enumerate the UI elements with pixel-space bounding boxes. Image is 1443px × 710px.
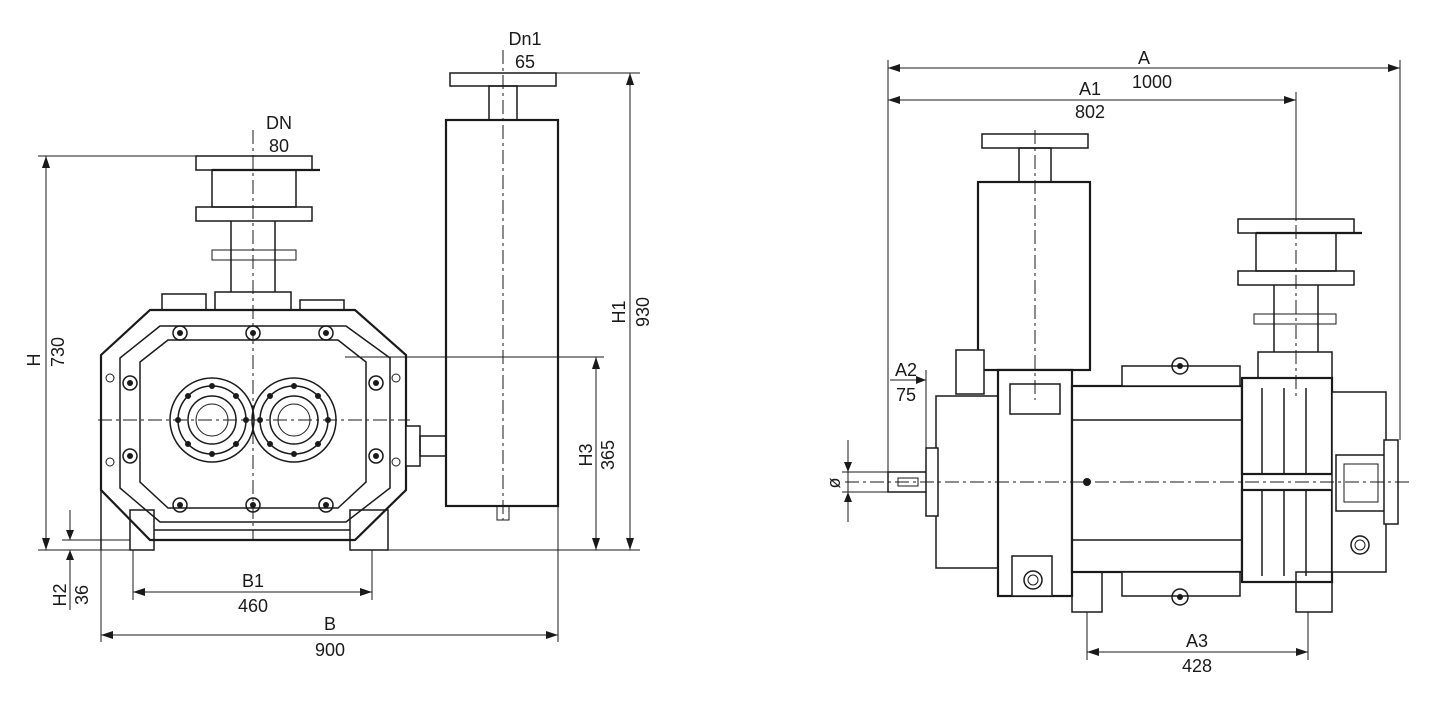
rotor-left bbox=[169, 377, 255, 463]
a3-value: 428 bbox=[1182, 656, 1212, 676]
h1-value: 930 bbox=[633, 297, 653, 327]
h2-label: H2 bbox=[50, 583, 70, 606]
dim-b: B 900 bbox=[100, 506, 559, 660]
pump-body bbox=[99, 293, 408, 551]
dim-shaft: ø bbox=[824, 440, 888, 522]
dim-b1: B1 460 bbox=[132, 550, 373, 616]
body-bolts bbox=[105, 325, 401, 513]
side-connector bbox=[405, 425, 447, 467]
silencer-tank bbox=[444, 72, 560, 521]
inlet-flange bbox=[195, 155, 320, 311]
h-value: 730 bbox=[48, 337, 68, 367]
dim-h3: H3 365 bbox=[345, 356, 618, 550]
shaft-diameter-symbol: ø bbox=[824, 478, 844, 489]
side-body bbox=[887, 357, 1399, 613]
b1-value: 460 bbox=[238, 596, 268, 616]
h3-value: 365 bbox=[598, 440, 618, 470]
dn-label: DN bbox=[266, 113, 292, 133]
h2-value: 36 bbox=[72, 585, 92, 605]
a1-value: 802 bbox=[1075, 102, 1105, 122]
dim-a2: A2 75 bbox=[890, 360, 927, 448]
a2-label: A2 bbox=[895, 360, 917, 380]
dim-a3: A3 428 bbox=[1086, 612, 1309, 676]
b-label: B bbox=[324, 614, 336, 634]
h-label: H bbox=[24, 354, 44, 367]
dn1-label: Dn1 bbox=[508, 29, 541, 49]
a-label: A bbox=[1138, 48, 1150, 68]
dim-h2: H2 36 bbox=[50, 510, 130, 610]
h3-label: H3 bbox=[576, 443, 596, 466]
h1-label: H1 bbox=[609, 300, 629, 323]
dim-a1: A1 802 bbox=[888, 79, 1297, 219]
a2-value: 75 bbox=[896, 385, 916, 405]
a1-label: A1 bbox=[1079, 79, 1101, 99]
b-value: 900 bbox=[315, 640, 345, 660]
a3-label: A3 bbox=[1186, 631, 1208, 651]
b1-label: B1 bbox=[242, 571, 264, 591]
dim-a: A 1000 bbox=[887, 48, 1401, 472]
dim-h1: H1 930 bbox=[388, 72, 653, 551]
side-inlet-flange bbox=[1237, 218, 1362, 379]
dim-h: H 730 bbox=[24, 155, 196, 551]
side-view: A 1000 A1 802 A2 75 ø bbox=[824, 48, 1410, 676]
dn1-value: 65 bbox=[515, 52, 535, 72]
a-value: 1000 bbox=[1132, 72, 1172, 92]
side-tank bbox=[955, 133, 1092, 395]
front-view: H 730 H1 930 H3 365 bbox=[24, 29, 653, 660]
dn-value: 80 bbox=[269, 136, 289, 156]
